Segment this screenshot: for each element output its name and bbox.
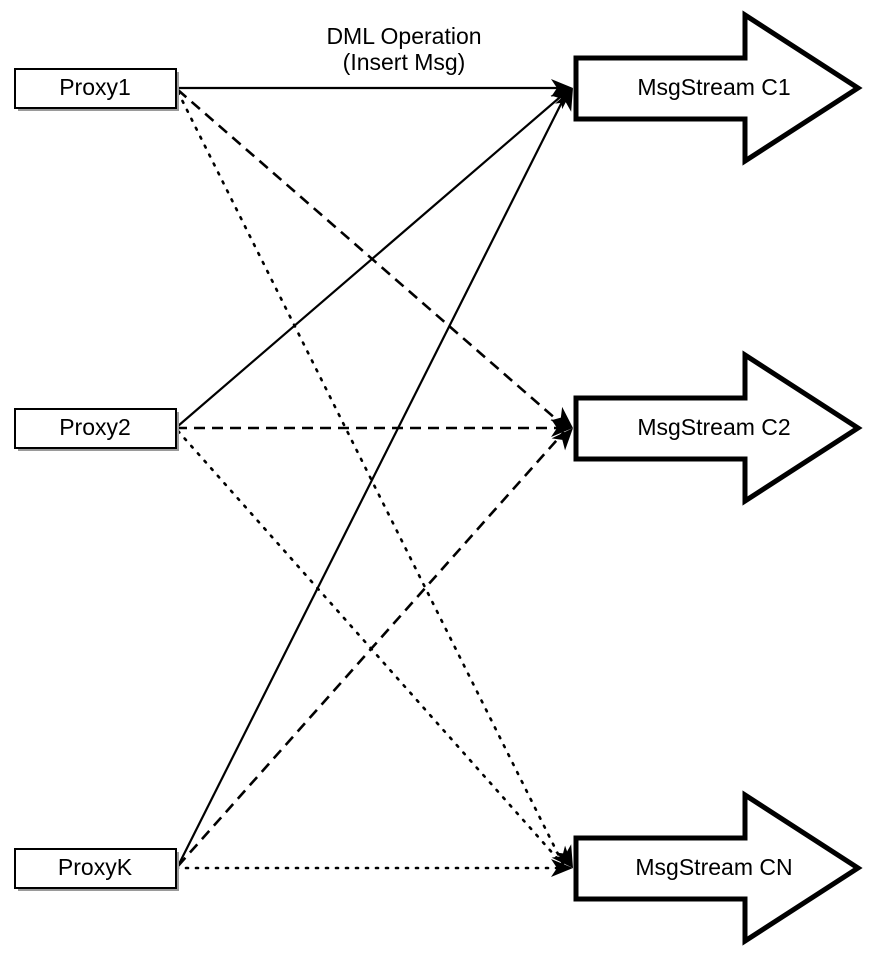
edge-proxy2-to-c1 xyxy=(177,91,567,427)
msgstream-arrow-shape[interactable] xyxy=(573,790,863,946)
proxy-label: ProxyK xyxy=(58,854,133,880)
arrowhead-head-cn-b xyxy=(551,845,573,868)
msgstream-arrow-shape[interactable] xyxy=(573,10,863,166)
proxy-node-proxy1[interactable]: Proxy1 xyxy=(14,68,179,111)
msgstream-label: MsgStream C2 xyxy=(637,414,790,440)
msgstream-node-msgstream-cn[interactable]: MsgStream CN xyxy=(573,790,863,946)
edges-layer xyxy=(174,86,567,870)
msgstream-node-msgstream-c2[interactable]: MsgStream C2 xyxy=(573,350,863,506)
arrowhead-head-c2-b xyxy=(551,419,573,437)
edge-label-line1: DML Operation xyxy=(326,23,481,49)
edge-label-dml-operation: DML Operation (Insert Msg) xyxy=(326,23,481,75)
edge-label-line2: (Insert Msg) xyxy=(343,49,466,75)
proxy-box-outline[interactable] xyxy=(14,848,177,889)
edge-proxy1-to-cn xyxy=(176,90,566,868)
msgstream-nodes-layer: MsgStream C1 MsgStream C2 MsgStream CN xyxy=(573,10,863,946)
proxy-node-proxyk[interactable]: ProxyK xyxy=(14,848,179,891)
proxy-box-outline[interactable] xyxy=(14,408,177,449)
msgstream-node-msgstream-c1[interactable]: MsgStream C1 xyxy=(573,10,863,166)
arrowhead-head-c1-a xyxy=(551,79,573,97)
proxy-label: Proxy2 xyxy=(59,414,131,440)
arrowhead-head-c2-c xyxy=(551,428,573,451)
arrowhead-head-cn-c xyxy=(551,859,573,877)
msgstream-arrow-shape[interactable] xyxy=(573,350,863,506)
arrowhead-head-c1-c xyxy=(555,88,573,112)
proxy-node-proxy2[interactable]: Proxy2 xyxy=(14,408,179,451)
msgstream-label: MsgStream C1 xyxy=(637,74,790,100)
edge-proxyk-to-c2 xyxy=(177,431,565,867)
arrowhead-head-c2-a xyxy=(550,406,573,428)
proxy-box-outline[interactable] xyxy=(14,68,177,109)
edge-proxy1-to-c2 xyxy=(177,89,565,427)
edge-proxyk-to-c1 xyxy=(177,93,567,867)
proxy-label: Proxy1 xyxy=(59,74,131,100)
arrowheads-layer xyxy=(550,79,573,877)
msgstream-label: MsgStream CN xyxy=(635,854,792,880)
